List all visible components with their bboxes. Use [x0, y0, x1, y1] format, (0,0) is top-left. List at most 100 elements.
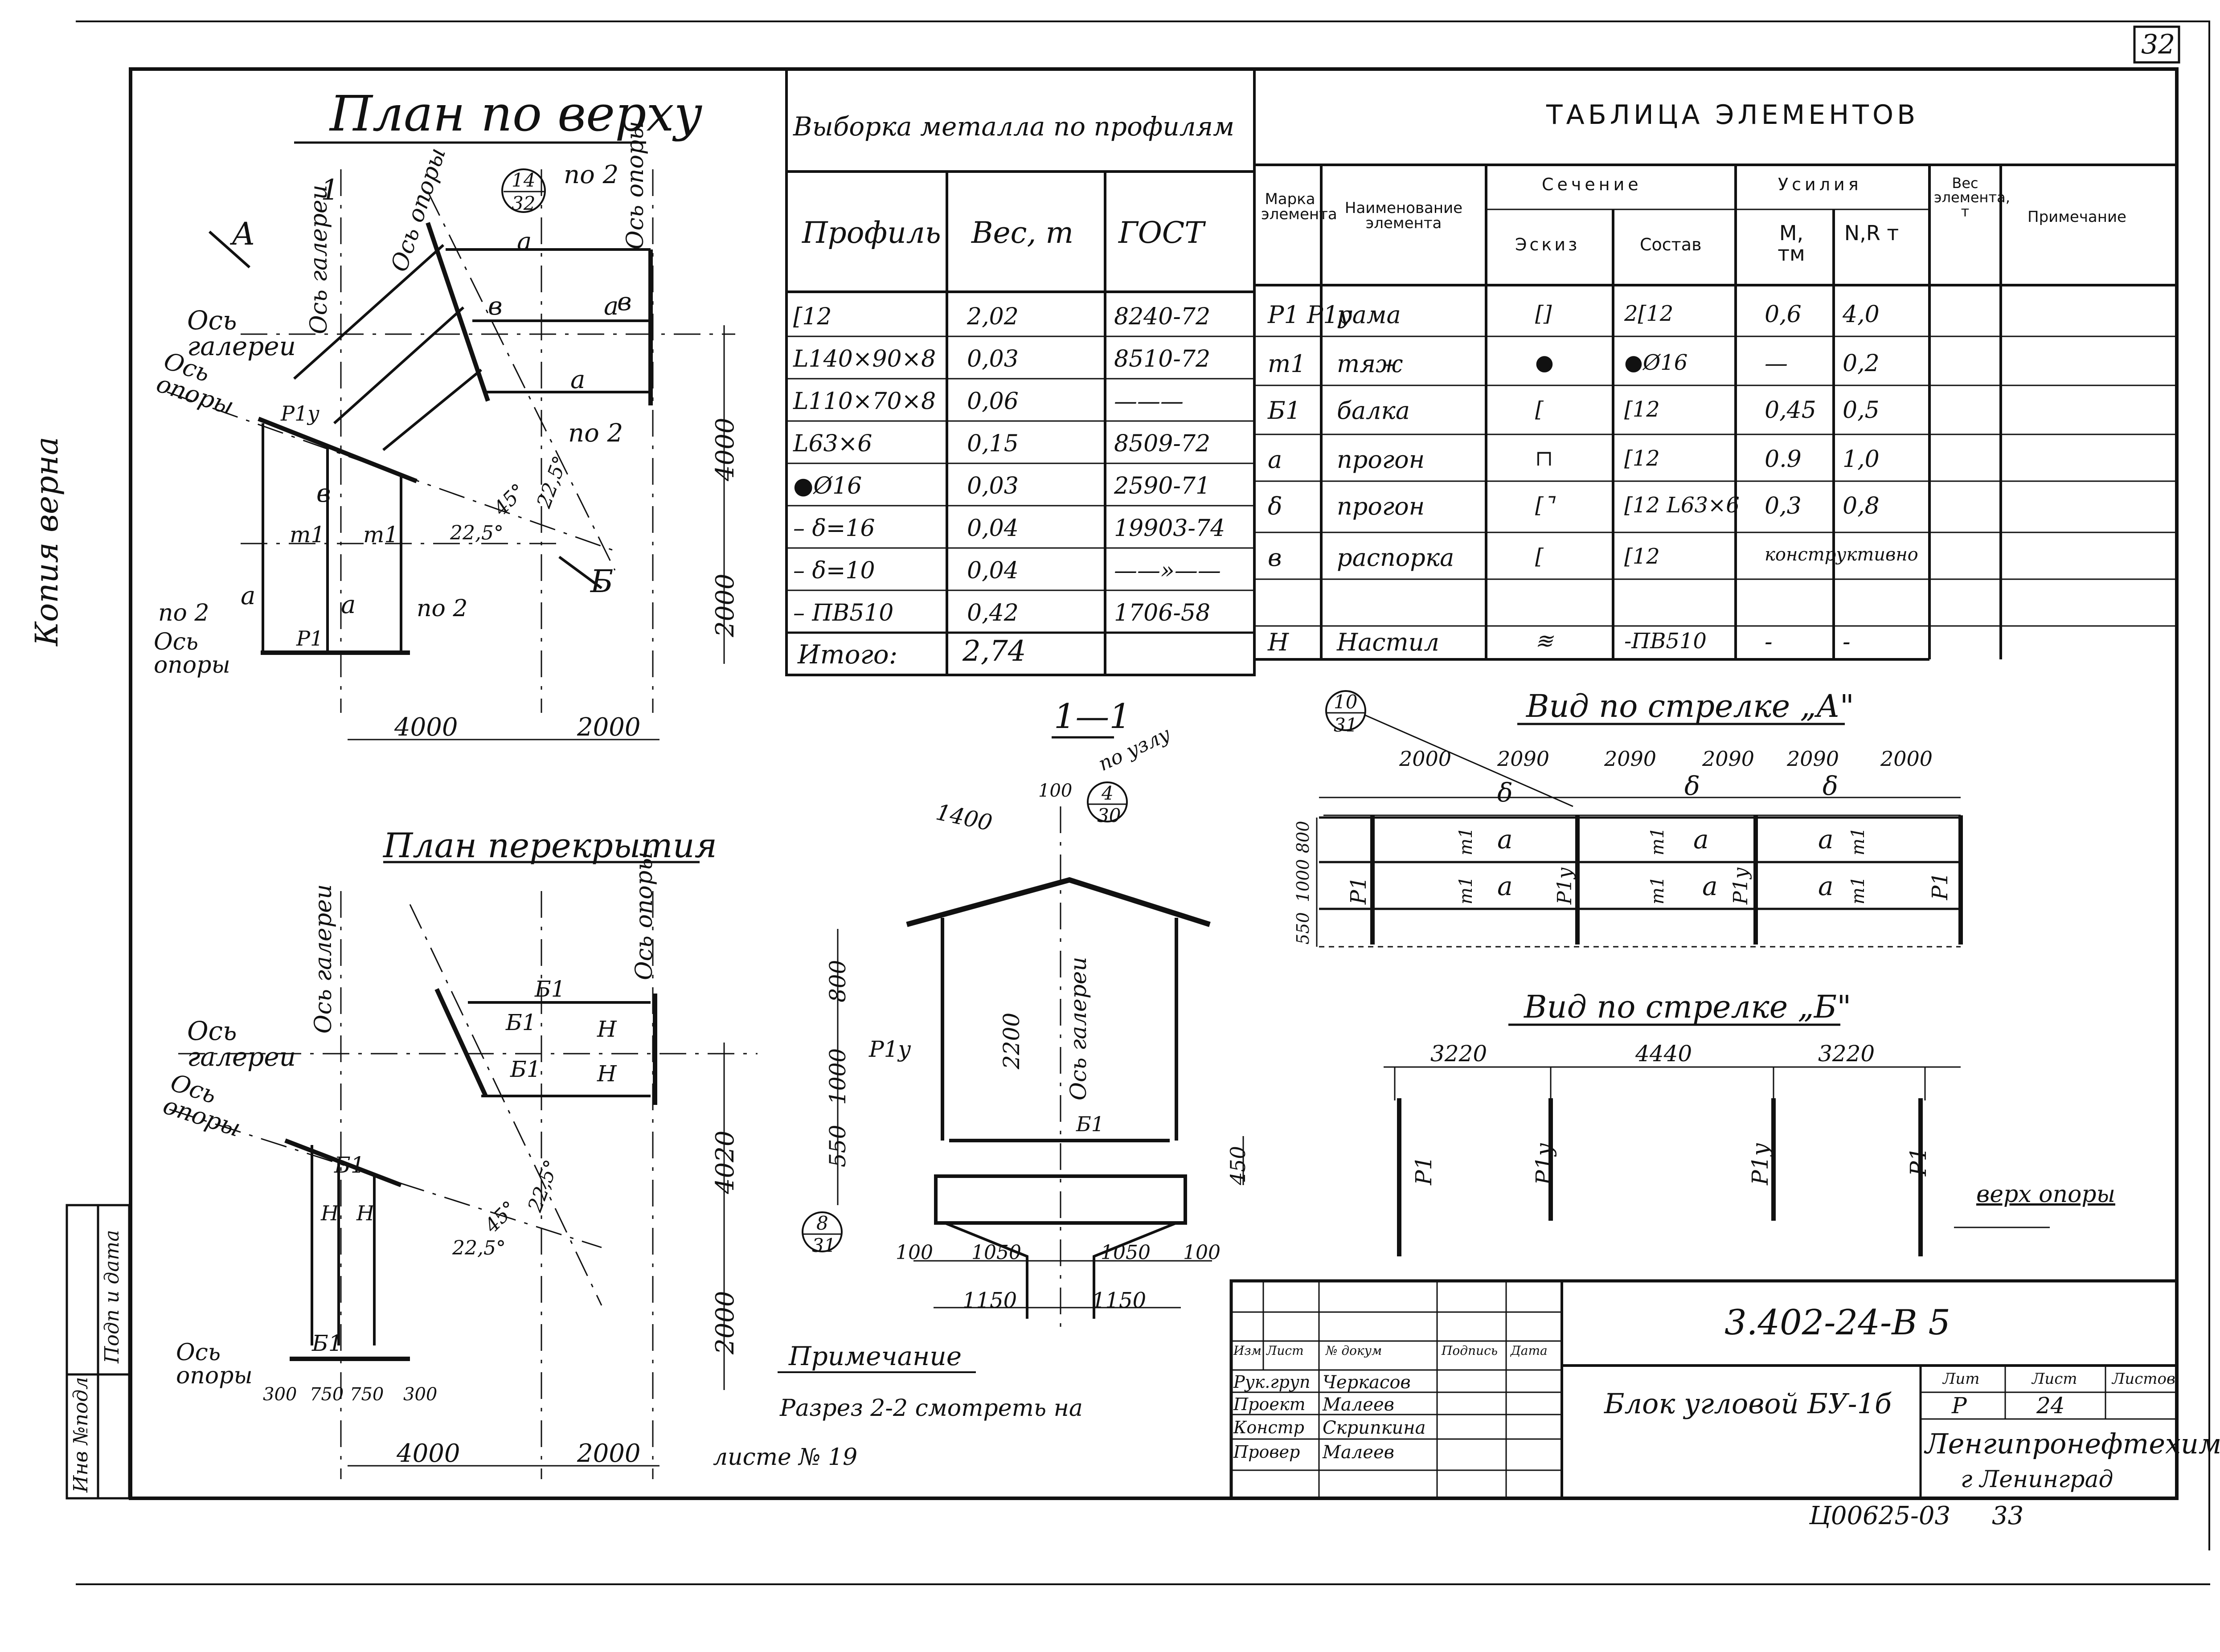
element-row-name: тяж — [1337, 350, 1403, 378]
plan-top-po2-a: по 2 — [564, 160, 619, 189]
plan-floor-axis-gallery-v: Ось галереи — [310, 884, 337, 1034]
element-row-nr: 0,2 — [1843, 350, 1880, 377]
metal-table-cell: ——»—— — [1114, 557, 1221, 584]
metal-table-cell: ——— — [1114, 388, 1184, 415]
plan-top-po2-d: по 2 — [417, 595, 468, 622]
section-d100: 100 — [1038, 781, 1073, 801]
element-row-name: распорка — [1337, 544, 1454, 572]
element-row-m: конструктивно — [1765, 544, 1918, 565]
tb-h-list: Лист — [1266, 1343, 1304, 1358]
section-b100a: 100 — [896, 1241, 933, 1264]
metal-table-title: Выборка металла по профилям — [793, 111, 1235, 142]
metal-table-cell: – ПВ510 — [793, 600, 894, 626]
section-b1150b: 1150 — [1092, 1288, 1147, 1313]
view-a-dim-3: 2090 — [1604, 747, 1657, 771]
plan-floor-axis-support-bottom: Ось опоры — [176, 1339, 253, 1389]
view-a-dim-4: 2090 — [1702, 747, 1755, 771]
element-row-mark: δ — [1268, 492, 1282, 520]
element-row-mark: Б1 — [1268, 397, 1301, 425]
tb-role-2: Проект — [1233, 1394, 1306, 1414]
note-line2: листе № 19 — [713, 1444, 858, 1471]
plan-top-mark-b-3: в — [316, 479, 331, 508]
element-row-sketch: ⊓ — [1535, 446, 1553, 471]
doc-code: 3.402-24-В 5 — [1724, 1303, 1950, 1343]
element-row-name: Настил — [1337, 628, 1439, 656]
element-row-comp: 2[12 — [1624, 301, 1674, 326]
bottom-number: 33 — [1992, 1501, 2024, 1530]
el-h-nr: N,R т — [1844, 221, 1899, 245]
view-a-vdim-1: 800 — [1293, 821, 1313, 853]
element-row-mark: Н — [1268, 628, 1289, 656]
view-b-title: Вид по стрелке „Б" — [1524, 989, 1851, 1025]
element-row-comp: -ПВ510 — [1624, 629, 1707, 654]
el-h-comp: Состав — [1640, 235, 1702, 254]
stamp-inv: Инв №подл — [70, 1377, 92, 1493]
el-h-weight: Вес элемента, т — [1934, 175, 2010, 220]
bottom-code: Ц00625-03 — [1809, 1501, 1951, 1530]
plan-floor-axis-support-v: Ось опоры — [631, 851, 658, 980]
view-a-dim-2: 2090 — [1497, 747, 1550, 771]
plan-top-mark-a-3: a — [570, 365, 586, 394]
element-row-sketch: [ — [1535, 397, 1544, 422]
stamp-sign: Подп и дата — [101, 1230, 123, 1363]
element-row-comp: [12 — [1624, 446, 1660, 471]
tb-role-3: Констр — [1233, 1418, 1304, 1437]
view-a-m1-3: m1 — [1647, 827, 1668, 855]
view-b-label-4: P1 — [1905, 1147, 1931, 1176]
plan-floor-b1-e: Б1 — [312, 1330, 343, 1356]
element-row-comp: [12 L63×6 — [1624, 493, 1740, 518]
plan-floor-b1-b: Б1 — [506, 1010, 537, 1035]
view-a-node-den: 31 — [1334, 714, 1358, 736]
metal-col-weight: Вес, т — [971, 216, 1074, 250]
plan-top-mark-b-2: в — [617, 287, 632, 316]
plan-floor-n-1: Н — [597, 1016, 617, 1042]
plan-top-mark-a-2: a — [341, 590, 356, 619]
plan-top-node-den: 32 — [512, 192, 536, 214]
plan-floor-n-4: Н — [356, 1201, 375, 1225]
plan-top-mark-b-1: в — [488, 292, 503, 321]
view-b-label-3: P1у — [1747, 1143, 1773, 1185]
metal-table-cell: 8510-72 — [1114, 346, 1211, 372]
el-h-note: Примечание — [2027, 208, 2126, 226]
element-row-m: - — [1765, 629, 1773, 655]
plan-top-mark-m1-b: m1 — [363, 522, 399, 548]
section-node2-num: 8 — [816, 1212, 828, 1234]
section-b1050b: 1050 — [1101, 1241, 1151, 1264]
plan-floor-angle-3: 22,5° — [452, 1237, 506, 1259]
element-row-m: 0,6 — [1765, 301, 1802, 328]
element-row-nr: - — [1843, 629, 1851, 655]
plan-floor-dim-h2: 2000 — [577, 1439, 641, 1468]
view-a-p1-right: P1 — [1928, 872, 1953, 900]
section-d1000: 1000 — [825, 1048, 851, 1105]
metal-table-cell: 8240-72 — [1114, 303, 1211, 330]
plan-top-dim-v1: 4000 — [711, 417, 740, 481]
element-row-m: — — [1765, 350, 1788, 377]
view-a-dim-1: 2000 — [1399, 747, 1452, 771]
metal-total-label: Итого: — [798, 639, 898, 670]
tb-title: Блок угловой БУ-1б — [1604, 1387, 1892, 1420]
view-a-a-6: a — [1818, 871, 1834, 901]
element-row-name: прогон — [1337, 492, 1425, 520]
el-h-name: Наименование элемента — [1344, 199, 1463, 232]
el-h-forces: Усилия — [1778, 175, 1862, 194]
view-b-label-1: P1 — [1411, 1156, 1437, 1185]
side-label: Копия верна — [29, 437, 65, 646]
element-row-comp: [12 — [1624, 544, 1660, 569]
tb-name-3: Скрипкина — [1323, 1418, 1426, 1438]
view-a-m1-2: m1 — [1456, 876, 1476, 904]
plan-top-section-mark: 1 — [321, 174, 339, 207]
metal-table-cell: L63×6 — [793, 430, 872, 457]
view-b-dim-2: 4440 — [1635, 1041, 1692, 1067]
tb-org: Ленгипронефтехим — [1925, 1427, 2220, 1460]
view-a-p1-left: P1 — [1346, 876, 1371, 904]
tb-sheets-label: Листов — [2112, 1370, 2175, 1388]
plan-top-arrow-a: А — [232, 216, 256, 252]
element-row-sketch: [⌝ — [1535, 493, 1554, 518]
section-d550: 550 — [825, 1125, 851, 1167]
view-a-vdim-2: 1000 — [1293, 859, 1313, 902]
metal-table-cell: L140×90×8 — [793, 346, 936, 372]
element-row-nr: 4,0 — [1843, 301, 1880, 328]
view-a-p1y-1: P1у — [1553, 867, 1576, 904]
el-h-m: M, тм — [1778, 221, 1805, 266]
